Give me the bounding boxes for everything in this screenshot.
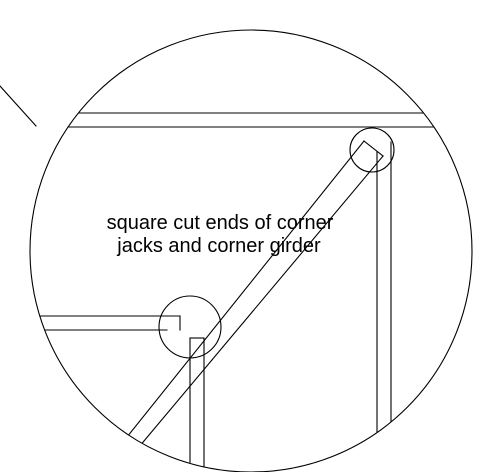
lower-cut-marker	[158, 295, 222, 359]
caption-line-2: jacks and corner girder	[116, 235, 321, 257]
right-vertical-member	[376, 141, 392, 472]
corner-girder	[98, 140, 384, 472]
leader-line	[0, 85, 37, 127]
upper-cut-marker	[349, 127, 395, 173]
lower-jack	[30, 315, 181, 331]
caption-line-1: square cut ends of corner	[107, 212, 334, 234]
detail-circle	[29, 29, 473, 472]
top-girder	[30, 112, 472, 128]
lower-vertical-jack	[189, 337, 205, 472]
